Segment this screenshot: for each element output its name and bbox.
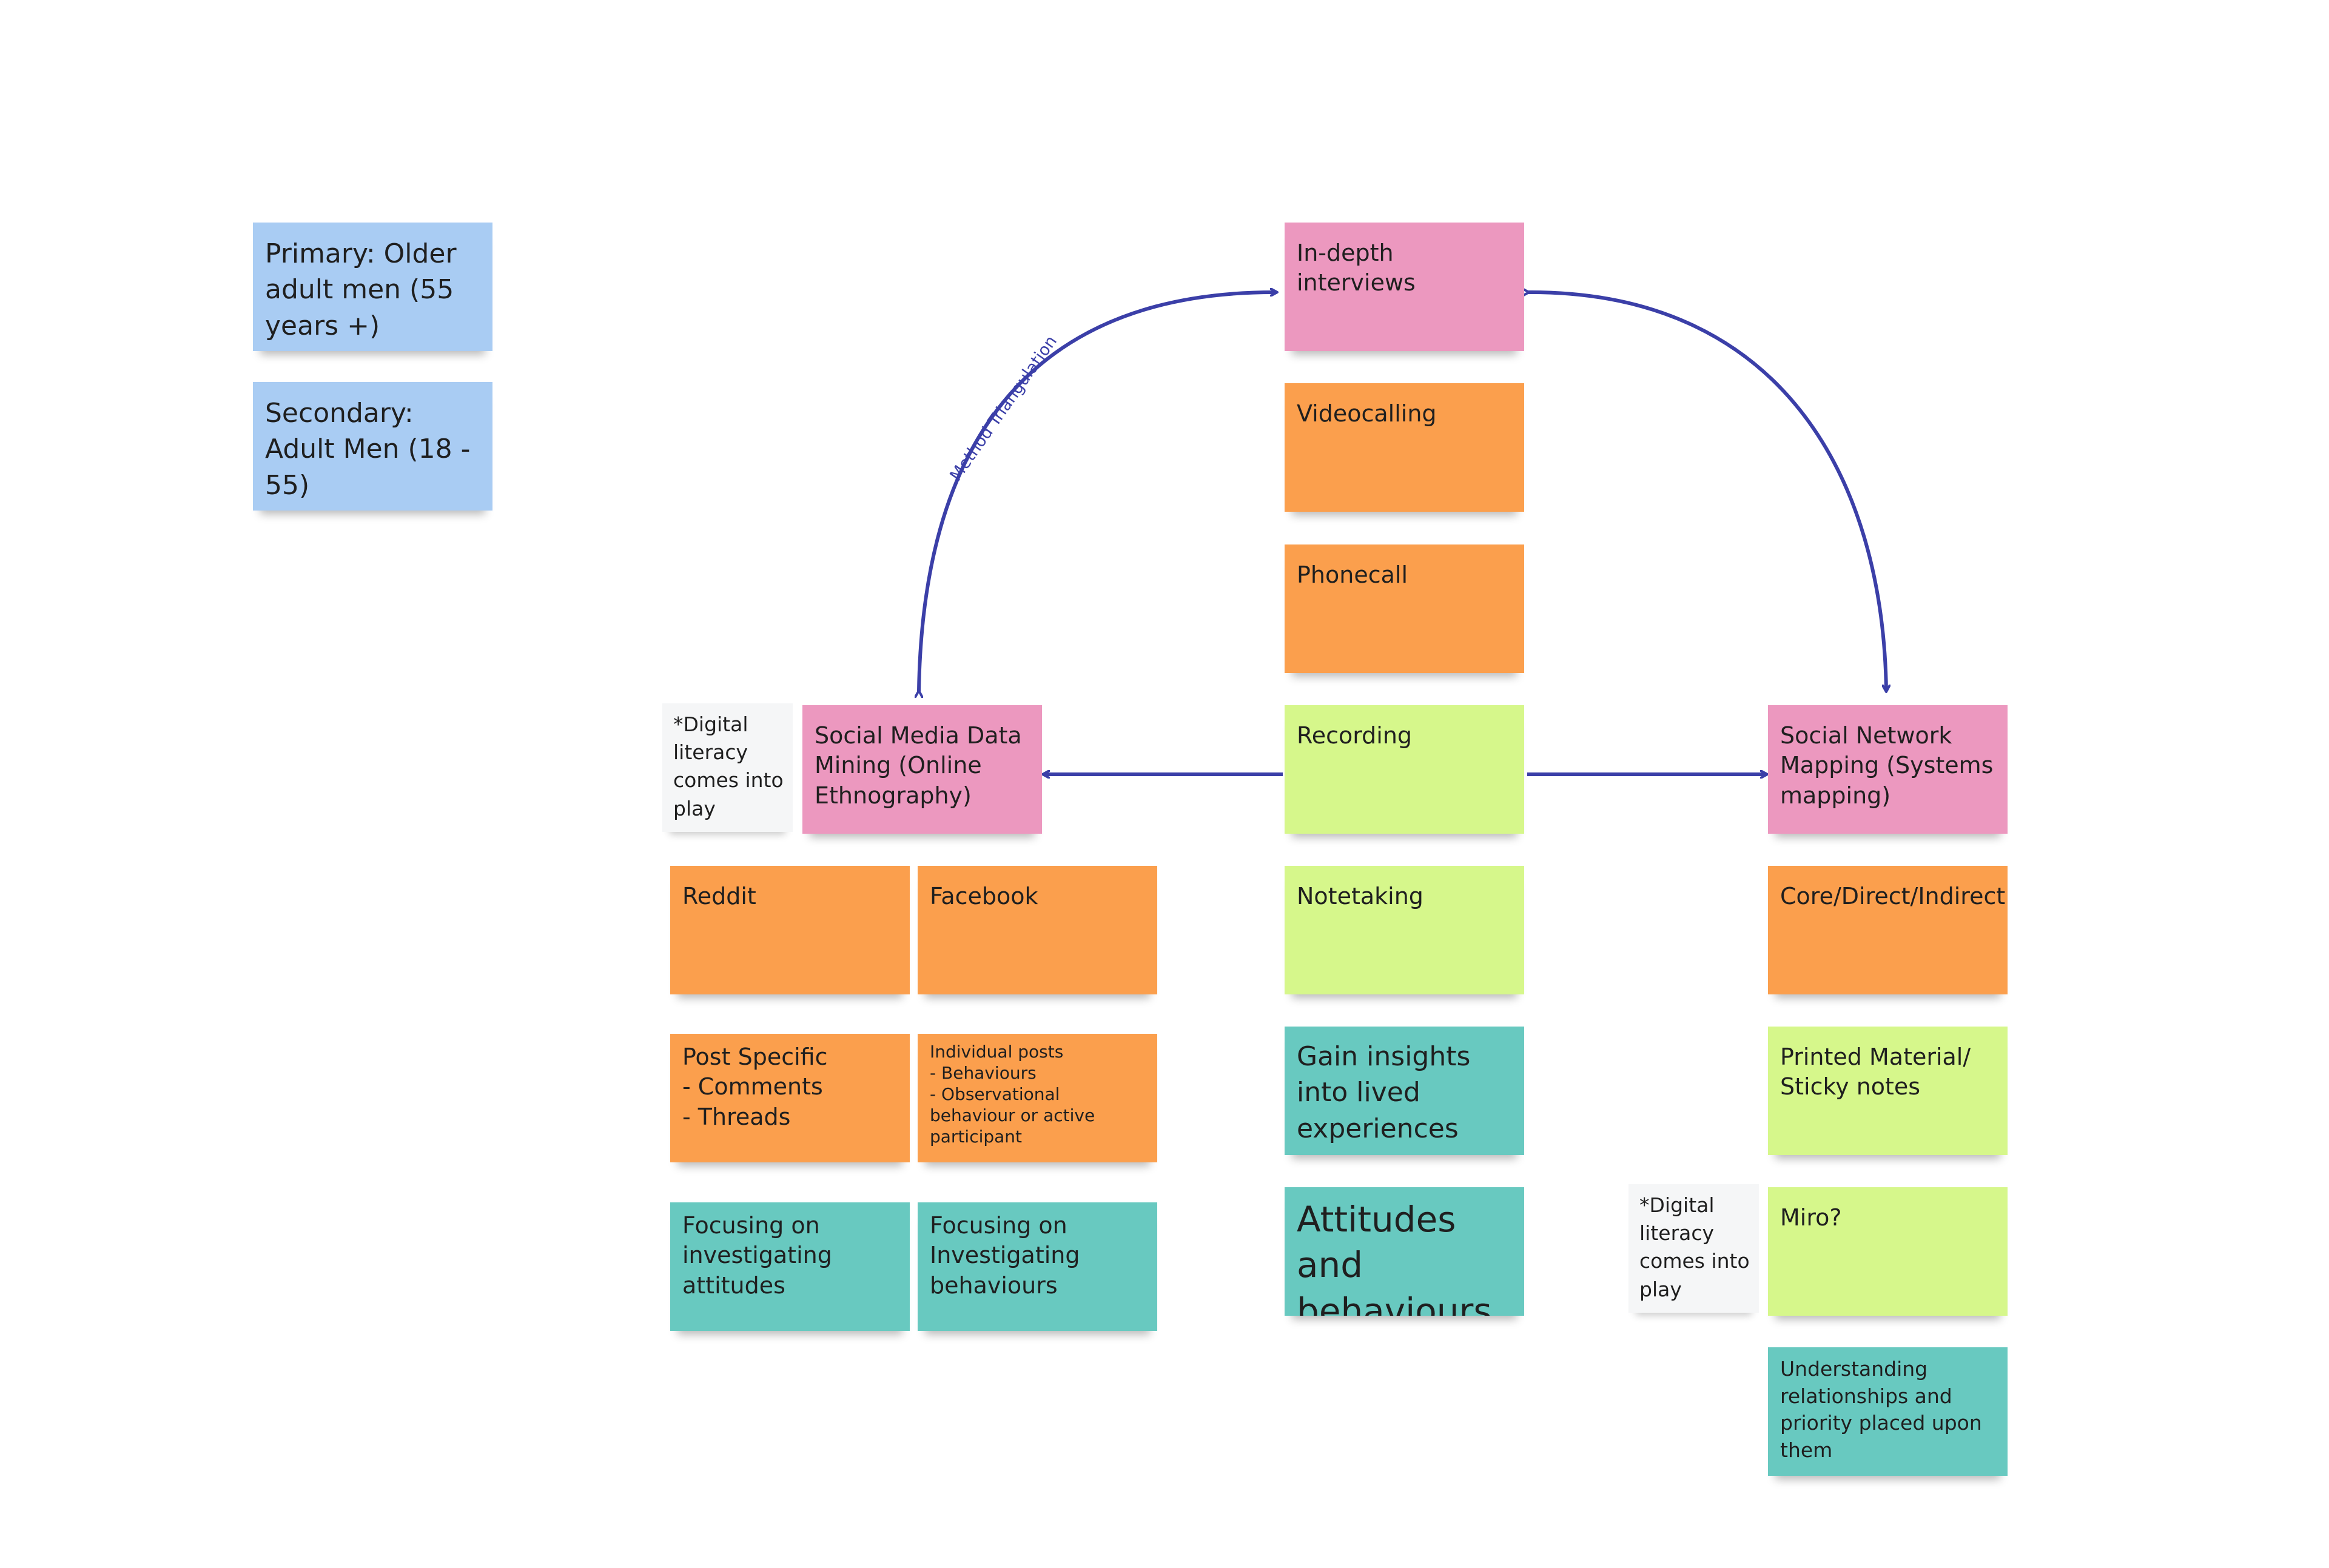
attitudes-behaviours-note[interactable]: Attitudes and behaviours bbox=[1285, 1187, 1524, 1316]
miro-note[interactable]: Miro? bbox=[1768, 1187, 2008, 1316]
understanding-relationships-note[interactable]: Understanding relationships and priority… bbox=[1768, 1347, 2008, 1476]
digital-literacy-note-right[interactable]: *Digital literacy comes into play bbox=[1628, 1184, 1759, 1313]
recording-note[interactable]: Recording bbox=[1285, 705, 1524, 834]
digital-literacy-note-left[interactable]: *Digital literacy comes into play bbox=[662, 703, 793, 832]
focus-behaviours-note[interactable]: Focusing on Investigating behaviours bbox=[918, 1202, 1157, 1331]
printed-material-note[interactable]: Printed Material/ Sticky notes bbox=[1768, 1027, 2008, 1155]
reddit-post-specific-note[interactable]: Post Specific - Comments - Threads bbox=[670, 1034, 910, 1162]
social-network-mapping-note[interactable]: Social Network Mapping (Systems mapping) bbox=[1768, 705, 2008, 834]
gain-insights-note[interactable]: Gain insights into lived experiences bbox=[1285, 1027, 1524, 1155]
reddit-note[interactable]: Reddit bbox=[670, 866, 910, 994]
connector-interviews-to-social-media[interactable] bbox=[919, 292, 1277, 691]
phonecall-note[interactable]: Phonecall bbox=[1285, 544, 1524, 673]
focus-attitudes-note[interactable]: Focusing on investigating attitudes bbox=[670, 1202, 910, 1331]
facebook-individual-posts-note[interactable]: Individual posts - Behaviours - Observat… bbox=[918, 1034, 1157, 1162]
connector-interviews-to-network-mapping[interactable] bbox=[1528, 292, 1886, 691]
facebook-note[interactable]: Facebook bbox=[918, 866, 1157, 994]
videocalling-note[interactable]: Videocalling bbox=[1285, 383, 1524, 512]
core-direct-indirect-note[interactable]: Core/Direct/Indirect bbox=[1768, 866, 2008, 994]
method-triangulation-label: Method Triangulation bbox=[946, 332, 1061, 484]
secondary-audience-note[interactable]: Secondary: Adult Men (18 - 55) bbox=[253, 382, 492, 511]
primary-audience-note[interactable]: Primary: Older adult men (55 years +) bbox=[253, 223, 492, 351]
in-depth-interviews-note[interactable]: In-depth interviews bbox=[1285, 223, 1524, 351]
notetaking-note[interactable]: Notetaking bbox=[1285, 866, 1524, 994]
social-media-data-mining-note[interactable]: Social Media Data Mining (Online Ethnogr… bbox=[802, 705, 1042, 834]
